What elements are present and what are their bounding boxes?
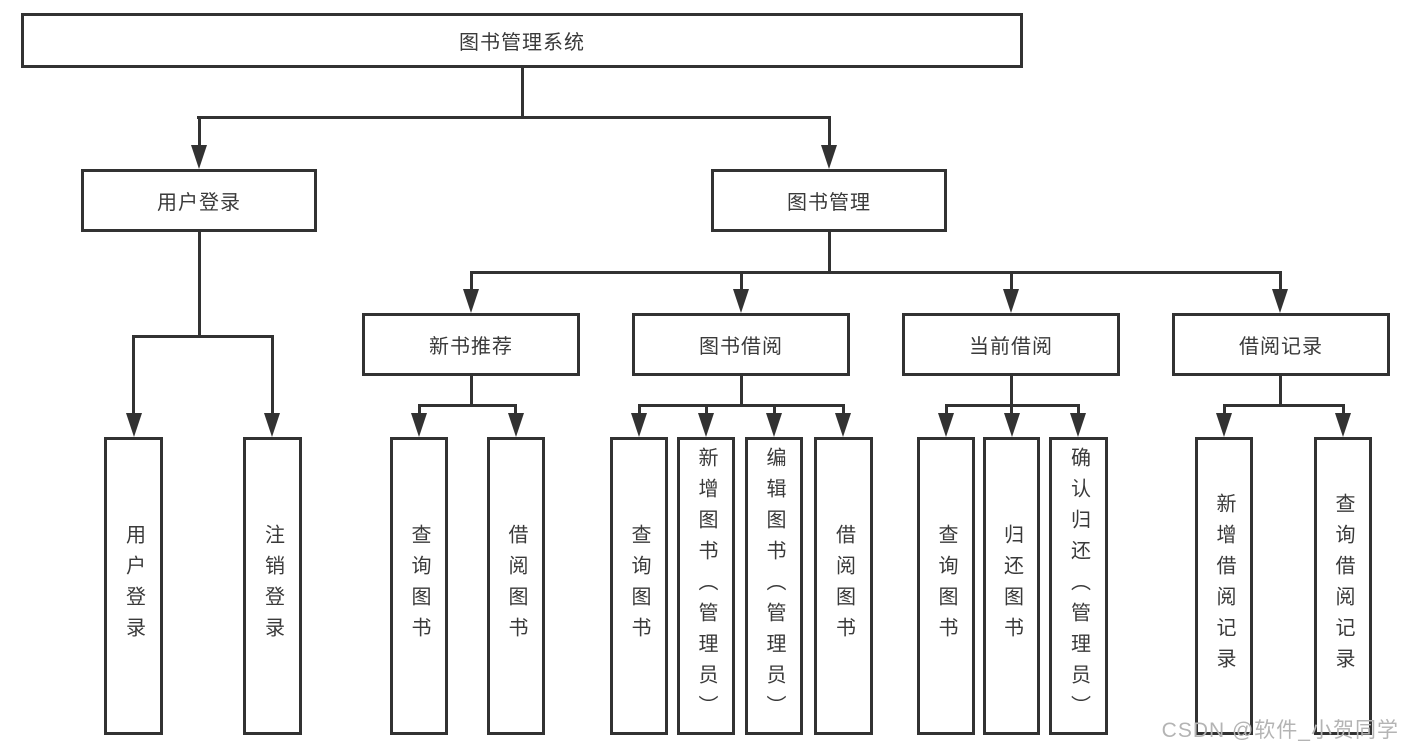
arrowhead-down-icon [733,289,749,313]
node-new-book-recommend: 新书推荐 [362,313,580,376]
leaf-logout-label: 注销登录 [261,524,284,648]
arrowhead-down-icon [821,145,837,169]
leaf-borrow-books-1: 借阅图书 [487,437,545,735]
leaf-borrow-books-2-label: 借阅图书 [832,524,855,648]
leaf-edit-books-admin-label: 编辑图书（管理员） [763,446,785,726]
arrowhead-down-icon [463,289,479,313]
connector-line [740,376,743,406]
node-user-login-label: 用户登录 [157,192,241,214]
leaf-edit-books-admin: 编辑图书（管理员） [745,437,803,735]
leaf-add-borrow-record-label: 新增借阅记录 [1213,493,1235,679]
leaf-return-books: 归还图书 [983,437,1040,735]
node-book-borrow-label: 图书借阅 [699,336,783,358]
node-book-borrow: 图书借阅 [632,313,850,376]
leaf-query-books-2-label: 查询图书 [628,524,650,648]
connector-line [470,271,1282,274]
node-current-borrow: 当前借阅 [902,313,1120,376]
csdn-watermark: CSDN @软件_小贺同学 [1161,719,1399,742]
leaf-query-books-3: 查询图书 [917,437,975,735]
arrowhead-down-icon [835,413,851,437]
arrowhead-down-icon [1335,413,1351,437]
connector-line [828,232,831,273]
connector-line [1010,273,1013,293]
arrowhead-down-icon [1004,413,1020,437]
connector-line [1223,406,1226,416]
arrowhead-down-icon [508,413,524,437]
connector-line [198,118,201,148]
connector-line [1342,406,1345,416]
arrowhead-down-icon [264,413,280,437]
arrowhead-down-icon [126,413,142,437]
connector-line [1010,376,1013,406]
connector-line [945,404,1080,407]
connector-line [470,376,473,406]
connector-line [470,273,473,293]
leaf-return-books-label: 归还图书 [1000,524,1023,648]
node-book-management: 图书管理 [711,169,947,232]
connector-line [198,232,201,337]
leaf-confirm-return-admin-label: 确认归还（管理员） [1067,446,1090,726]
connector-line [1223,404,1345,407]
connector-line [132,335,274,338]
arrowhead-down-icon [938,413,954,437]
connector-line [521,68,524,118]
connector-line [1077,406,1080,416]
arrowhead-down-icon [631,413,647,437]
connector-line [945,406,948,416]
leaf-confirm-return-admin: 确认归还（管理员） [1049,437,1108,735]
arrowhead-down-icon [698,413,714,437]
leaf-query-borrow-record-label: 查询借阅记录 [1332,493,1354,679]
arrowhead-down-icon [411,413,427,437]
node-root-label: 图书管理系统 [459,32,585,54]
connector-line [638,404,845,407]
arrowhead-down-icon [1272,289,1288,313]
connector-line [828,118,831,148]
node-user-login: 用户登录 [81,169,317,232]
leaf-add-borrow-record: 新增借阅记录 [1195,437,1253,735]
leaf-logout: 注销登录 [243,437,302,735]
arrowhead-down-icon [1003,289,1019,313]
node-borrow-records-label: 借阅记录 [1239,336,1323,358]
node-borrow-records: 借阅记录 [1172,313,1390,376]
arrowhead-down-icon [1070,413,1086,437]
connector-line [271,337,274,417]
connector-line [773,406,776,416]
connector-line [740,273,743,293]
arrowhead-down-icon [766,413,782,437]
connector-line [418,404,517,407]
connector-line [1010,406,1013,416]
connector-line [842,406,845,416]
leaf-query-books-1-label: 查询图书 [408,524,430,648]
leaf-add-books-admin-label: 新增图书（管理员） [695,446,717,726]
connector-line [1279,273,1282,293]
leaf-borrow-books-2: 借阅图书 [814,437,873,735]
leaf-borrow-books-1-label: 借阅图书 [505,524,527,648]
leaf-user-login: 用户登录 [104,437,163,735]
arrowhead-down-icon [191,145,207,169]
arrowhead-down-icon [1216,413,1232,437]
node-book-management-label: 图书管理 [787,192,871,214]
node-new-book-recommend-label: 新书推荐 [429,336,513,358]
connector-line [514,406,517,416]
leaf-query-borrow-record: 查询借阅记录 [1314,437,1372,735]
connector-line [197,116,831,119]
leaf-query-books-1: 查询图书 [390,437,448,735]
leaf-user-login-label: 用户登录 [122,524,145,648]
leaf-query-books-3-label: 查询图书 [935,524,957,648]
node-root: 图书管理系统 [21,13,1023,68]
leaf-query-books-2: 查询图书 [610,437,668,735]
connector-line [418,406,421,416]
leaf-add-books-admin: 新增图书（管理员） [677,437,735,735]
connector-line [638,406,641,416]
connector-line [132,337,135,417]
connector-line [1279,376,1282,406]
connector-line [705,406,708,416]
node-current-borrow-label: 当前借阅 [969,336,1053,358]
